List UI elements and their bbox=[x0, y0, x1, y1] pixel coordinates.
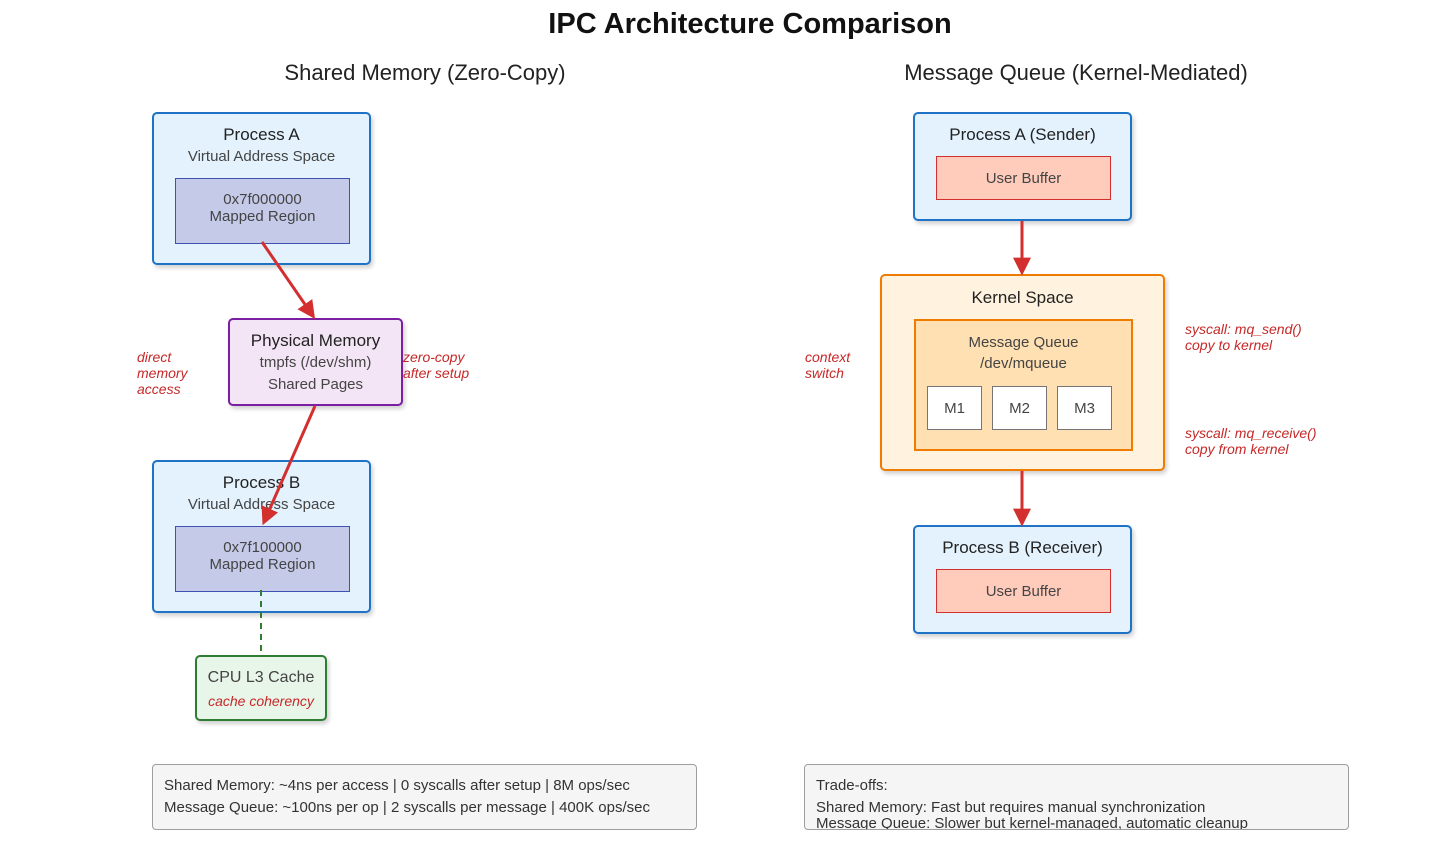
process-b-subtitle: Virtual Address Space bbox=[187, 496, 336, 513]
message-queue-heading: Message Queue (Kernel-Mediated) bbox=[904, 60, 1248, 85]
process-a-mapped-region: 0x7f000000 Mapped Region bbox=[175, 178, 350, 244]
process-a-title: Process A bbox=[223, 125, 300, 144]
kernel-space-box: Kernel Space Message Queue /dev/mqueue M… bbox=[880, 274, 1165, 471]
shared-memory-heading: Shared Memory (Zero-Copy) bbox=[284, 60, 566, 85]
cpu-cache-box: CPU L3 Cache cache coherency bbox=[195, 655, 327, 721]
queue-message-m1: M1 bbox=[927, 386, 982, 430]
process-a-box: Process A Virtual Address Space 0x7f0000… bbox=[152, 112, 371, 265]
process-b-region-label: Mapped Region bbox=[209, 556, 316, 573]
shared-memory-tradeoff: Shared Memory: Fast but requires manual … bbox=[816, 799, 1206, 816]
arrow-physical-to-process-b bbox=[261, 405, 317, 526]
physical-memory-tmpfs: tmpfs (/dev/shm) bbox=[259, 354, 372, 371]
physical-memory-shared-pages: Shared Pages bbox=[267, 376, 364, 393]
context-switch-note: context switch bbox=[805, 349, 851, 381]
cpu-cache-title: CPU L3 Cache bbox=[207, 669, 315, 686]
mq-send-note: syscall: mq_send() copy to kernel bbox=[1185, 321, 1302, 353]
kernel-space-title: Kernel Space bbox=[971, 288, 1074, 307]
tradeoffs-heading: Trade-offs: bbox=[816, 777, 888, 794]
arrow-process-a-to-physical bbox=[260, 241, 316, 319]
sender-process-box: Process A (Sender) User Buffer bbox=[913, 112, 1132, 221]
queue-message-m3: M3 bbox=[1057, 386, 1112, 430]
queue-message-m2: M2 bbox=[992, 386, 1047, 430]
queue-message-m3-label: M3 bbox=[1074, 400, 1095, 417]
queue-message-m2-label: M2 bbox=[1009, 400, 1030, 417]
message-queue-path: /dev/mqueue bbox=[980, 355, 1067, 372]
process-b-box: Process B Virtual Address Space 0x7f1000… bbox=[152, 460, 371, 613]
zero-copy-note: zero-copy after setup bbox=[403, 349, 470, 381]
queue-message-m1-label: M1 bbox=[944, 400, 965, 417]
receiver-process-box: Process B (Receiver) User Buffer bbox=[913, 525, 1132, 634]
mq-receive-note: syscall: mq_receive() copy from kernel bbox=[1185, 425, 1317, 457]
sender-user-buffer-label: User Buffer bbox=[985, 170, 1062, 187]
process-a-subtitle: Virtual Address Space bbox=[187, 148, 336, 165]
process-a-region-label: Mapped Region bbox=[209, 208, 316, 225]
message-queue-box: Message Queue /dev/mqueue M1 M2 M3 bbox=[914, 319, 1133, 451]
sender-user-buffer: User Buffer bbox=[936, 156, 1111, 200]
receiver-user-buffer: User Buffer bbox=[936, 569, 1111, 613]
receiver-user-buffer-label: User Buffer bbox=[985, 583, 1062, 600]
process-b-mapped-region: 0x7f100000 Mapped Region bbox=[175, 526, 350, 592]
process-b-region-address: 0x7f100000 bbox=[223, 539, 302, 556]
direct-memory-access-note: direct memory access bbox=[137, 349, 188, 397]
message-queue-stats: Message Queue: ~100ns per op | 2 syscall… bbox=[164, 799, 650, 816]
receiver-process-title: Process B (Receiver) bbox=[942, 538, 1103, 557]
sender-process-title: Process A (Sender) bbox=[949, 125, 1096, 144]
process-a-region-address: 0x7f000000 bbox=[223, 191, 302, 208]
tradeoffs-panel: Trade-offs: Shared Memory: Fast but requ… bbox=[804, 764, 1349, 830]
message-queue-title: Message Queue bbox=[968, 334, 1079, 351]
physical-memory-title: Physical Memory bbox=[250, 331, 381, 350]
diagram-title: IPC Architecture Comparison bbox=[548, 8, 952, 40]
physical-memory-box: Physical Memory tmpfs (/dev/shm) Shared … bbox=[228, 318, 403, 406]
performance-stats-panel: Shared Memory: ~4ns per access | 0 sysca… bbox=[152, 764, 697, 830]
cpu-cache-subtitle: cache coherency bbox=[208, 693, 314, 709]
message-queue-tradeoff: Message Queue: Slower but kernel-managed… bbox=[816, 815, 1248, 830]
shared-memory-stats: Shared Memory: ~4ns per access | 0 sysca… bbox=[164, 777, 630, 794]
